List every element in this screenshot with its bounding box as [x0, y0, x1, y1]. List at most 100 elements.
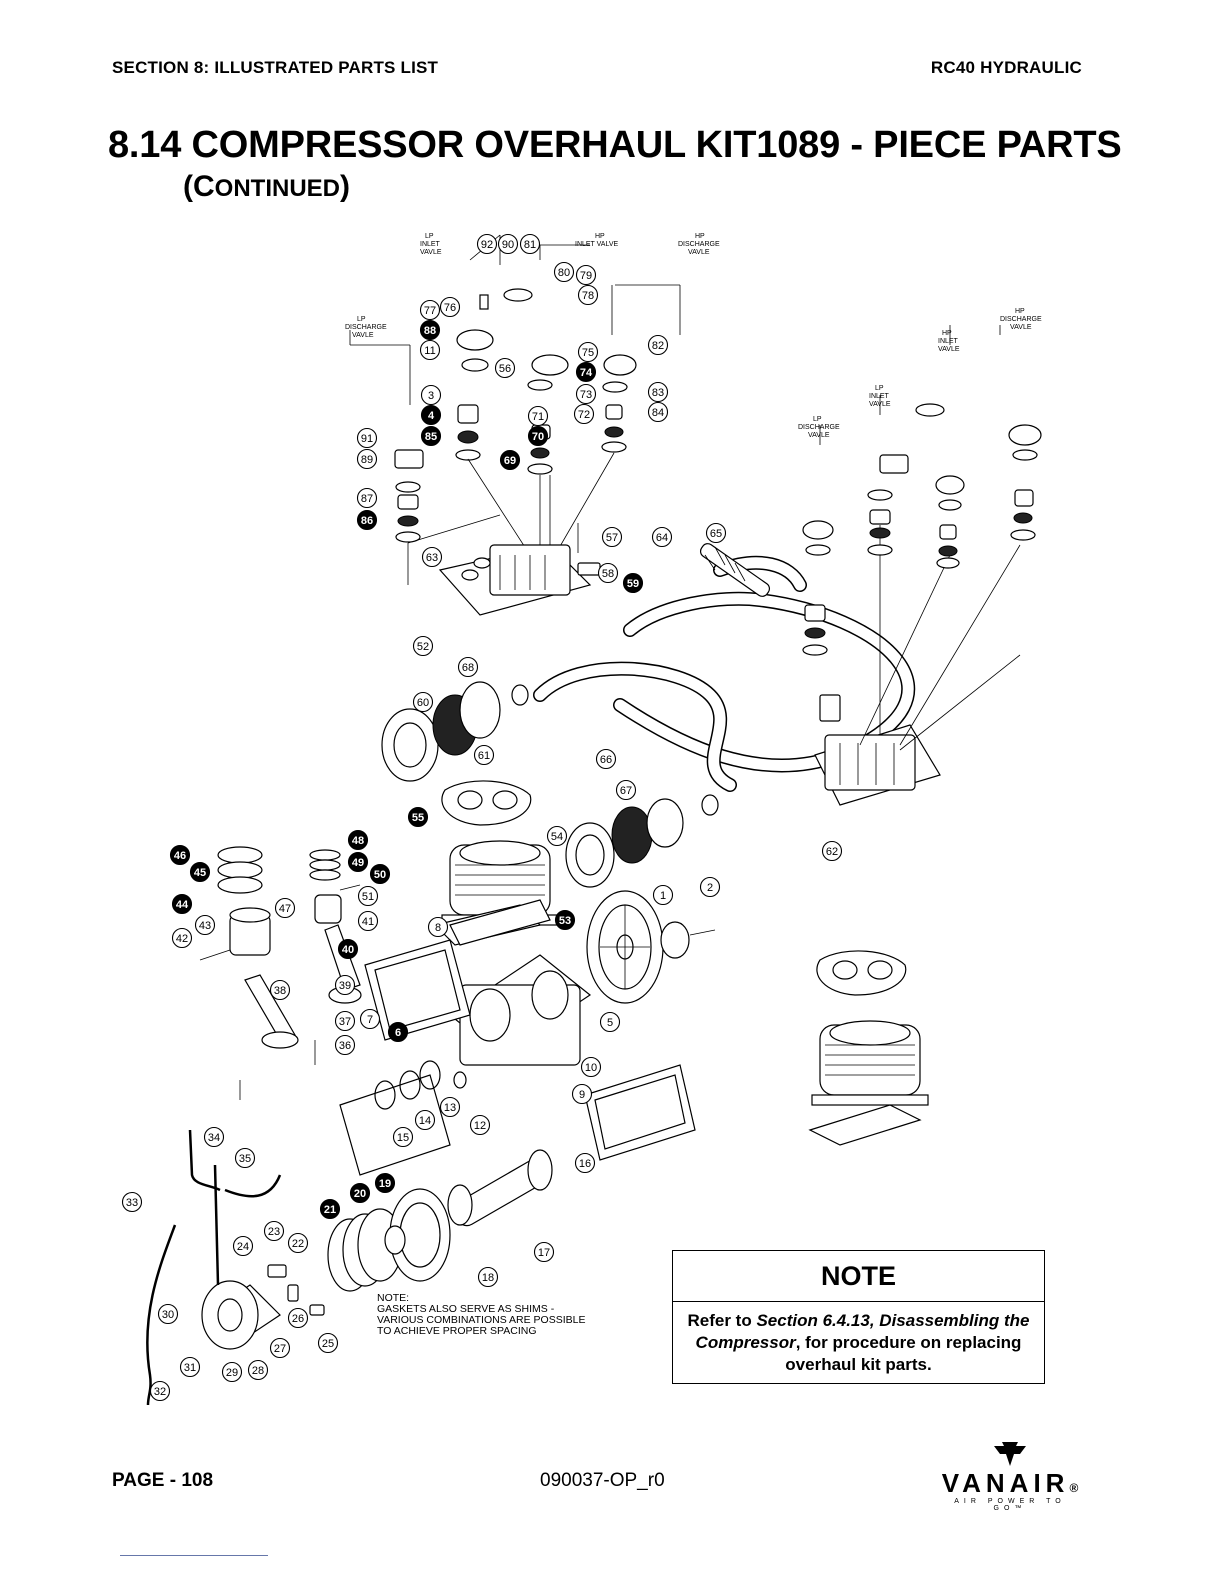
callout-circle: [597, 562, 619, 584]
exploded-parts-diagram: LP INLET VAVLE HP INLET VALVE HP DISCHAR…: [121, 233, 1042, 1406]
callout-number: 90: [502, 239, 514, 251]
callout-number: 45: [194, 867, 206, 879]
label-line: DISCHARGE: [1000, 316, 1042, 323]
callout-number: 80: [558, 267, 570, 279]
callout-number: 33: [126, 1197, 138, 1209]
shim-note: NOTE: GASKETS ALSO SERVE AS SHIMS - VARI…: [377, 1293, 586, 1337]
label-line: HP: [1015, 308, 1025, 315]
callout-circle: [574, 1152, 596, 1174]
callout-circle: [221, 1361, 243, 1383]
callout-number: 68: [462, 662, 474, 674]
callout-circle: [595, 748, 617, 770]
label-line: LP: [425, 233, 434, 240]
valve-label-right-hp-inlet: HP INLET VAVLE: [938, 330, 960, 353]
callout-20: 20: [349, 1182, 371, 1204]
callout-number: 21: [324, 1204, 336, 1216]
callout-circle: [387, 1021, 409, 1043]
callout-circle: [269, 979, 291, 1001]
air-filter-right: [565, 794, 719, 888]
callout-43: 43: [194, 914, 216, 936]
callout-63: 63: [421, 546, 443, 568]
callout-71: 71: [527, 405, 549, 427]
callout-number: 82: [652, 340, 664, 352]
callout-circle: [419, 299, 441, 321]
model-header: RC40 HYDRAULIC: [930, 58, 1082, 77]
valve-stack-left: [349, 234, 681, 585]
callout-number: 15: [397, 1132, 409, 1144]
callout-number: 81: [524, 239, 536, 251]
valve-label-right-lp-discharge: LP DISCHARGE VAVLE: [798, 416, 840, 439]
callout-38: 38: [269, 979, 291, 1001]
callout-circle: [203, 1126, 225, 1148]
note-reference-link[interactable]: Section 6.4.13, Disassembling the Compre…: [695, 1311, 1030, 1352]
callout-circle: [274, 897, 296, 919]
callout-27: 27: [269, 1337, 291, 1359]
callout-86: 86: [356, 509, 378, 531]
callout-circle: [374, 1172, 396, 1194]
callout-circle: [337, 938, 359, 960]
callout-circle: [171, 927, 193, 949]
valve-label-lp-discharge: LP DISCHARGE VAVLE: [345, 316, 387, 339]
callout-80: 80: [553, 261, 575, 283]
callout-64: 64: [651, 526, 673, 548]
logo-word: VANAIR: [941, 1468, 1070, 1498]
callout-number: 17: [538, 1247, 550, 1259]
callout-67: 67: [615, 779, 637, 801]
callout-number: 9: [579, 1089, 585, 1101]
callout-circle: [347, 851, 369, 873]
callout-number: 85: [425, 431, 437, 443]
callout-22: 22: [287, 1232, 309, 1254]
callout-81: 81: [519, 233, 541, 255]
callout-number: 35: [239, 1153, 251, 1165]
callout-53: 53: [554, 909, 576, 931]
callout-number: 41: [362, 916, 374, 928]
callout-number: 49: [352, 857, 364, 869]
callout-circle: [527, 405, 549, 427]
callout-circle: [497, 233, 519, 255]
callout-62: 62: [821, 840, 843, 862]
logo-reg: ®: [1069, 1481, 1079, 1495]
callout-2: 2: [699, 876, 721, 898]
callout-60: 60: [412, 691, 434, 713]
callout-number: 56: [499, 363, 511, 375]
callout-35: 35: [234, 1147, 256, 1169]
callout-circle: [334, 1010, 356, 1032]
subtitle-rest: ONTINUED: [214, 175, 341, 202]
callout-number: 67: [620, 785, 632, 797]
callout-circle: [494, 357, 516, 379]
callout-circle: [419, 319, 441, 341]
callout-69: 69: [499, 449, 521, 471]
callout-number: 47: [279, 903, 291, 915]
callout-circle: [169, 844, 191, 866]
page-title: 8.14 COMPRESSOR OVERHAUL KIT1089 - PIECE…: [108, 124, 1122, 166]
logo-tagline: AIR POWER TO GO™: [954, 1498, 1066, 1512]
callout-number: 55: [412, 812, 424, 824]
callout-number: 91: [361, 433, 373, 445]
callout-circle: [527, 425, 549, 447]
callout-circle: [420, 384, 442, 406]
callout-circle: [414, 1109, 436, 1131]
callout-number: 88: [424, 325, 436, 337]
callout-number: 74: [580, 367, 593, 379]
callout-number: 48: [352, 835, 364, 847]
callout-66: 66: [595, 748, 617, 770]
callout-circle: [499, 449, 521, 471]
callout-12: 12: [469, 1114, 491, 1136]
callout-76: 76: [439, 296, 461, 318]
callout-44: 44: [171, 893, 193, 915]
callout-73: 73: [575, 383, 597, 405]
callout-4: 4: [420, 404, 442, 426]
callout-circle: [359, 1008, 381, 1030]
valve-label-right-hp-discharge: HP DISCHARGE VAVLE: [1000, 308, 1042, 331]
callout-number: 2: [707, 882, 713, 894]
callout-74: 74: [575, 361, 597, 383]
callout-circle: [421, 546, 443, 568]
callout-circle: [287, 1307, 309, 1329]
callout-circle: [232, 1235, 254, 1257]
valve-stack-right: [802, 325, 1042, 656]
callout-circle: [571, 1083, 593, 1105]
label-line: VAVLE: [1010, 324, 1032, 331]
callout-57: 57: [601, 526, 623, 548]
callout-number: 5: [607, 1017, 613, 1029]
callout-circle: [575, 361, 597, 383]
